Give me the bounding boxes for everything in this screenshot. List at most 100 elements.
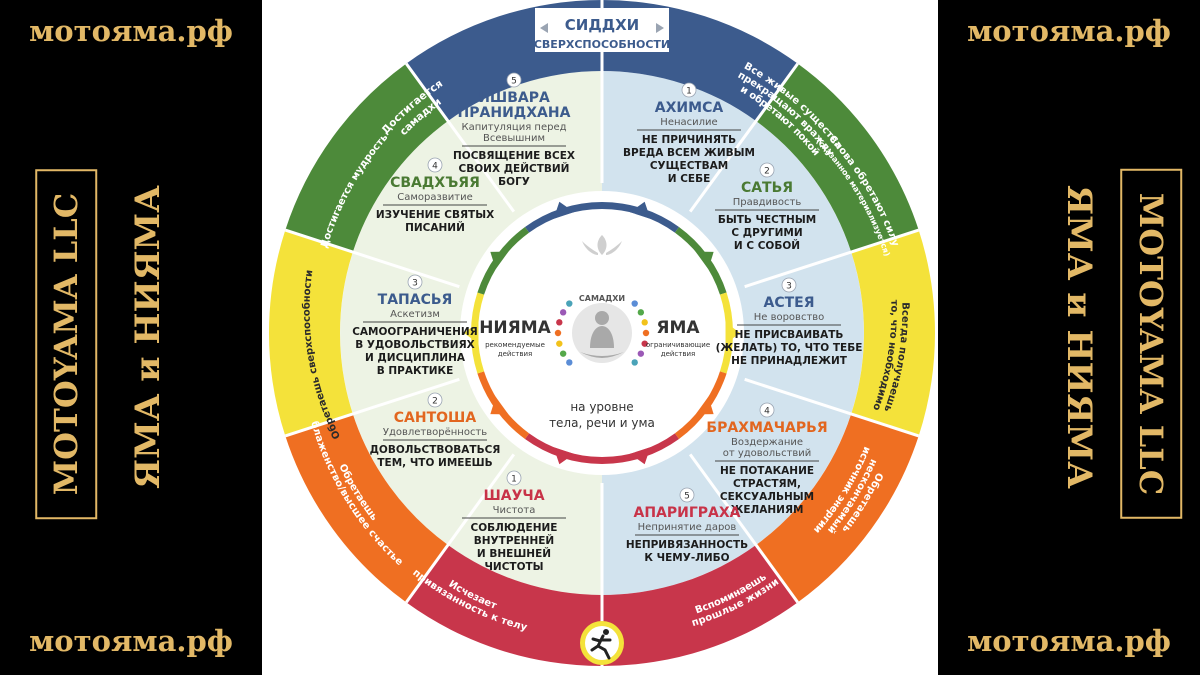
chakra-dots [554, 300, 650, 366]
card-subtitle: Ненасилие [660, 117, 717, 128]
card-title: ИШВАРА [478, 90, 550, 106]
card-subtitle: Не воровство [754, 312, 825, 323]
lotus-icon [582, 235, 622, 255]
card-number-badge [427, 392, 443, 408]
chakra-dot [559, 309, 567, 316]
card-subtitle: Непринятие даров [638, 522, 737, 533]
chakra-dot [566, 359, 573, 366]
niyama-card-2: 2САНТОШАУдовлетворённостьДОВОЛЬСТВОВАТЬС… [370, 392, 501, 469]
card-number-badge [759, 162, 775, 178]
siddhi-title: СИДДХИ [565, 16, 639, 34]
ring-segment-yellow [269, 230, 353, 436]
card-title: ШАУЧА [483, 488, 544, 504]
inner-ring-segment [674, 371, 727, 439]
card-subtitle: Удовлетворённость [383, 427, 487, 438]
brand-label: MOTOYAMA LLC [35, 168, 98, 520]
ring-segment-orange [285, 413, 449, 603]
card-description: СВОИХ ДЕЙСТВИЙ [459, 162, 570, 175]
card-description: С ДРУГИМИ [731, 227, 802, 239]
card-description: ЧИСТОТЫ [484, 561, 543, 573]
chakra-dot [631, 300, 638, 307]
card-number: 4 [432, 162, 438, 172]
arrow-left-icon [540, 23, 548, 33]
card-subtitle: Саморазвитие [397, 192, 472, 203]
chakra-dot [556, 340, 563, 347]
card-description: ЖЕЛАНИЯМ [731, 504, 804, 516]
niyama-center-title: НИЯМА [479, 318, 551, 338]
card-description: ВРЕДА ВСЕМ ЖИВЫМ [623, 147, 755, 159]
card-title: АХИМСА [655, 100, 724, 116]
card-title: САТЬЯ [741, 180, 793, 196]
siddhi-subtitle: СВЕРХСПОСОБНОСТИ [534, 38, 670, 51]
card-number-badge [506, 72, 522, 88]
card-description: БОГУ [498, 176, 530, 188]
inner-ring-tick [490, 396, 509, 415]
card-description: И СЕБЕ [668, 173, 711, 185]
card-description: ТЕМ, ЧТО ИМЕЕШЬ [377, 457, 492, 469]
niyama-center-sub: действия [498, 350, 533, 358]
card-description: В УДОВОЛЬСТВИЯХ [355, 339, 475, 351]
card-subtitle: от удовольствий [723, 448, 812, 459]
title-label: ЯМА и НИЯМА [1058, 185, 1099, 489]
yama-center-sub: ограничивающие [646, 341, 710, 349]
card-description: НЕ ПРИНАДЛЕЖИТ [731, 355, 848, 367]
siddhi-header: СИДДХИ СВЕРХСПОСОБНОСТИ [534, 8, 670, 52]
inner-ring-tick [464, 322, 479, 344]
right-sidebar: мотояма.рф ЯМА и НИЯМА MOTOYAMA LLC мото… [938, 0, 1200, 675]
card-description: (ЖЕЛАТЬ) ТО, ЧТО ТЕБЕ [716, 342, 863, 354]
card-description: НЕ ПРИЧИНЯТЬ [642, 134, 736, 146]
card-title: АСТЕЯ [763, 295, 814, 311]
site-label: мотояма.рф [29, 14, 233, 48]
yama-center-title: ЯМА [656, 318, 700, 338]
chakra-dot [641, 340, 648, 347]
card-number: 1 [686, 87, 692, 97]
chakra-dot [631, 359, 638, 366]
card-description: НЕПРИВЯЗАННОСТЬ [626, 539, 748, 551]
inner-ring-segment [674, 227, 727, 295]
card-number: 4 [764, 407, 770, 417]
card-title: ТАПАСЬЯ [378, 292, 453, 308]
card-subtitle: Правдивость [733, 197, 802, 208]
card-subtitle: Воздержание [731, 437, 803, 448]
card-description: СОБЛЮДЕНИЕ [471, 522, 558, 534]
chakra-dot [637, 309, 645, 316]
card-description: СТРАСТЯМ, [733, 478, 801, 490]
chakra-dot [559, 350, 567, 357]
yama-center-sub: действия [661, 350, 696, 358]
chakra-dot [641, 319, 648, 326]
card-description: И ВНЕШНЕЙ [477, 547, 551, 560]
site-label: мотояма.рф [967, 14, 1171, 48]
inner-ring-tick [725, 322, 740, 344]
chakra-dot [642, 329, 650, 337]
inner-ring-tick [553, 201, 575, 219]
inner-ring-tick [629, 201, 651, 219]
inner-ring-tick [553, 447, 575, 465]
card-description: ИЗУЧЕНИЕ СВЯТЫХ [376, 209, 494, 221]
card-number: 3 [412, 279, 418, 289]
card-description: САМООГРАНИЧЕНИЯ [352, 326, 478, 338]
inner-ring-tick [695, 251, 714, 270]
card-number-badge [679, 487, 695, 503]
card-number-badge [407, 274, 423, 290]
card-number-badge [759, 402, 775, 418]
chakra-dot [556, 319, 563, 326]
card-number-badge [506, 470, 522, 486]
meditation-figure-icon [572, 303, 632, 363]
ring-segment-green [755, 63, 919, 253]
card-description: НЕ ПОТАКАНИЕ [720, 465, 814, 477]
card-number-badge [427, 157, 443, 173]
card-title: СВАДХЪЯЯ [390, 175, 480, 191]
title-label: ЯМА и НИЯМА [127, 185, 168, 489]
card-description: ВНУТРЕННЕЙ [474, 534, 554, 547]
site-label: мотояма.рф [29, 624, 233, 658]
card-description: ДОВОЛЬСТВОВАТЬСЯ [370, 444, 501, 456]
card-description: НЕ ПРИСВАИВАТЬ [735, 329, 844, 341]
card-title: АПАРИГРАХА [633, 505, 740, 521]
